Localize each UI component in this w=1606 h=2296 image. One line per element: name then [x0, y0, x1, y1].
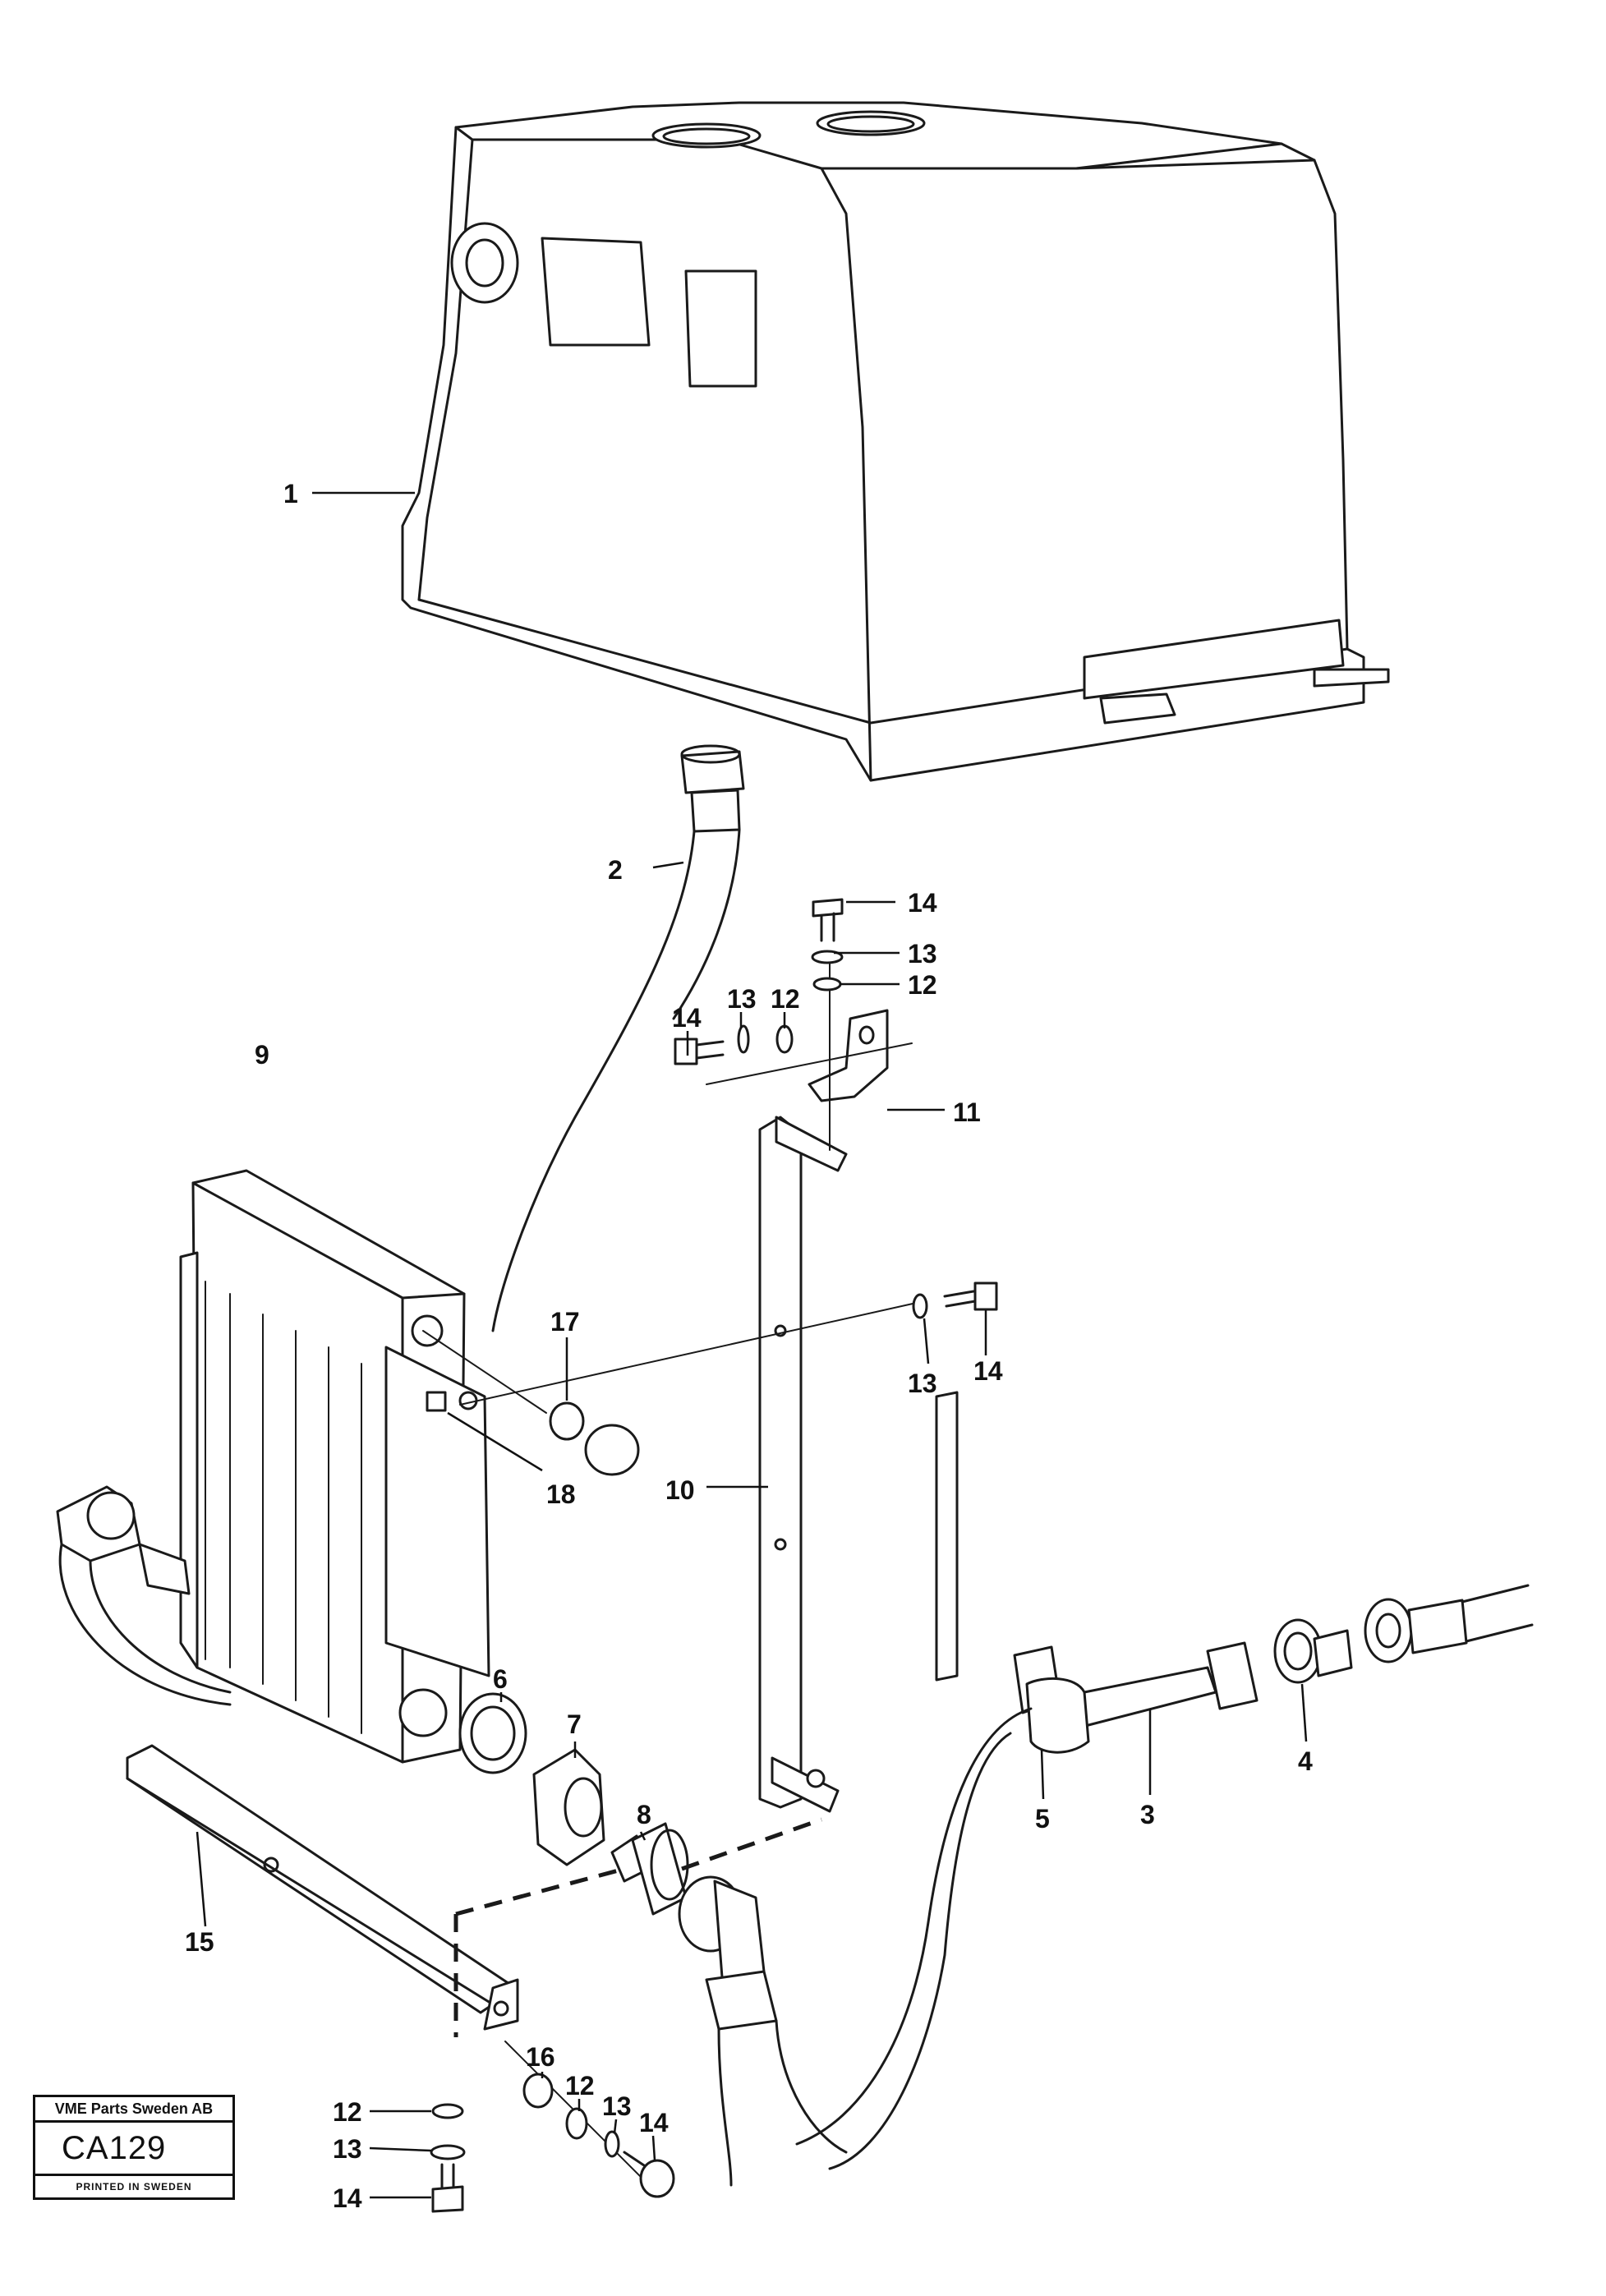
lock-washer-right [912, 1293, 928, 1319]
washer-bottom-left [431, 2103, 464, 2119]
connector-8 [610, 1822, 689, 1916]
callout-16: 16 [526, 2042, 555, 2072]
callout-14-bottom-left: 14 [333, 2183, 362, 2213]
elbow-hose [678, 1875, 848, 2187]
title-stamp: VME Parts Sweden AB CA129 PRINTED IN SWE… [33, 2095, 235, 2200]
lock-washer-top [811, 950, 844, 964]
callout-14-right: 14 [973, 1356, 1003, 1386]
callout-2: 2 [608, 855, 623, 885]
bolt-top [812, 898, 844, 942]
callout-11: 11 [953, 1097, 981, 1127]
callout-13-left: 13 [727, 984, 757, 1014]
callout-12-bottom-left: 12 [333, 2097, 362, 2127]
seal-ring [458, 1692, 527, 1774]
washer-bottom-right [565, 2107, 588, 2140]
callout-7: 7 [567, 1709, 582, 1739]
callout-5: 5 [1035, 1804, 1050, 1834]
adapter-nipple [532, 1748, 605, 1866]
suction-hose [491, 744, 745, 1332]
callout-14-left: 14 [672, 1003, 702, 1033]
dashed-routing-upper [681, 1817, 822, 1871]
callout-17: 17 [550, 1307, 580, 1337]
oil-cooler [179, 1169, 490, 1764]
callout-12-bottom-right: 12 [565, 2071, 595, 2100]
callout-labels: 1 2 3 4 5 6 7 8 9 10 11 12 12 12 12 13 1… [185, 479, 1313, 2213]
callout-10: 10 [665, 1475, 695, 1505]
alignment-line-1 [459, 1301, 921, 1406]
callout-12-left: 12 [771, 984, 800, 1014]
lock-washer-bottom-left [430, 2144, 466, 2160]
callout-15: 15 [185, 1927, 214, 1957]
dashed-routing-lower [455, 1866, 625, 1916]
callout-13-bottom-right: 13 [602, 2091, 632, 2121]
bolt-right [943, 1281, 998, 1311]
callout-13-right: 13 [908, 1369, 937, 1398]
callout-9: 9 [255, 1040, 269, 1070]
stamp-code: CA129 [35, 2123, 232, 2176]
cooler-inlet-hose [56, 1485, 232, 1706]
plug-17 [584, 1424, 640, 1476]
callout-14-bottom-right: 14 [639, 2108, 669, 2137]
seal-ring-17 [549, 1401, 585, 1441]
callout-13-top: 13 [908, 939, 937, 969]
lower-bar [126, 1744, 519, 2031]
callout-4: 4 [1298, 1746, 1313, 1776]
pressure-hose [795, 1391, 1534, 2170]
callout-6: 6 [493, 1664, 508, 1694]
callout-3: 3 [1140, 1800, 1155, 1829]
washer-top [812, 977, 842, 992]
callout-13-bottom-left: 13 [333, 2134, 362, 2164]
callout-18: 18 [546, 1479, 576, 1509]
callout-8: 8 [637, 1800, 651, 1829]
support-bar [758, 1116, 848, 1813]
hydraulic-tank [401, 101, 1390, 782]
callout-12-top: 12 [908, 970, 937, 1000]
alignment-line-3 [706, 1042, 913, 1085]
stamp-printed: PRINTED IN SWEDEN [76, 2181, 192, 2192]
bolt-bottom-left [431, 2163, 464, 2213]
callout-1: 1 [283, 479, 298, 508]
leader-lines [196, 491, 1308, 2199]
bolt-left [674, 1038, 725, 1065]
lock-washer-bottom-right [604, 2130, 620, 2158]
alignment-line-2 [422, 1330, 547, 1414]
callout-14-top: 14 [908, 888, 937, 918]
stamp-company: VME Parts Sweden AB [35, 2097, 232, 2123]
spacer-16 [522, 2073, 554, 2109]
lock-washer-left [737, 1024, 750, 1054]
washer-left [775, 1024, 794, 1054]
bolt-bottom-right [623, 2151, 675, 2198]
